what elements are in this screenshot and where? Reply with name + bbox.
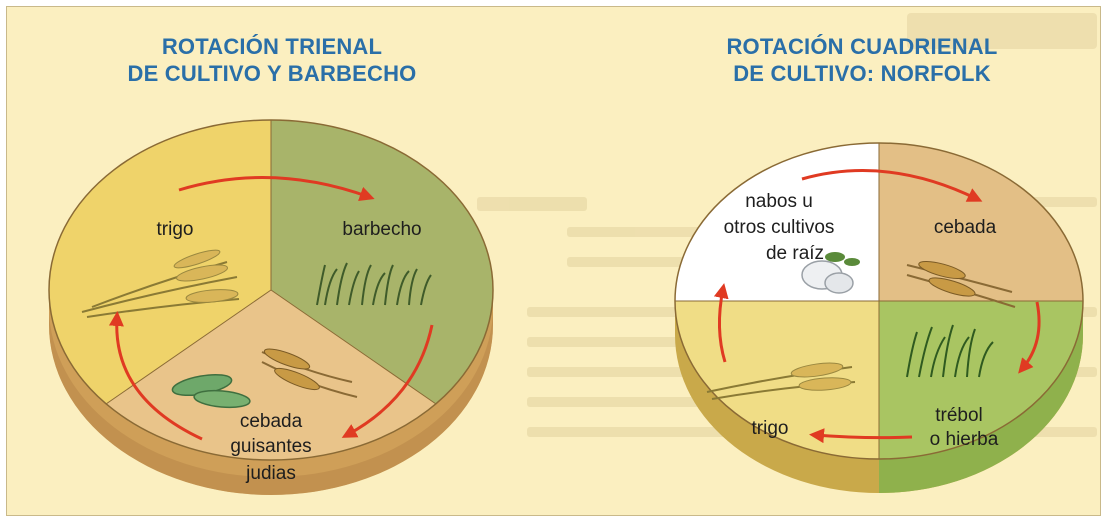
left-rotation-disc: trigo barbecho cebada guisantes judias bbox=[48, 119, 494, 495]
wheat-icon-right bbox=[706, 362, 856, 400]
right-sector-trigo bbox=[675, 301, 879, 459]
left-sector-barbecho bbox=[271, 119, 494, 405]
left-sector-trigo bbox=[48, 119, 271, 405]
right-arrow-trebol-to-trigo bbox=[809, 428, 913, 444]
right-disc-edge-right bbox=[879, 301, 1083, 493]
left-title-line2: DE CULTIVO Y BARBECHO bbox=[127, 61, 417, 86]
left-divider-right bbox=[270, 289, 437, 405]
left-label-barbecho: barbecho bbox=[342, 219, 421, 240]
right-arrow-nabos-to-cebada bbox=[801, 169, 983, 202]
barley-icon-right bbox=[906, 261, 1016, 308]
right-arrow-cebada-to-trebol bbox=[1018, 301, 1041, 374]
diagrams-canvas: trigo barbecho cebada guisantes judias bbox=[48, 119, 1084, 495]
left-sector-cebada bbox=[106, 290, 436, 461]
left-label-trigo: trigo bbox=[157, 219, 194, 240]
left-label-judias: judias bbox=[245, 463, 296, 484]
wheat-icon bbox=[81, 249, 240, 318]
left-arrow-barbecho-to-cebada bbox=[341, 324, 434, 438]
right-label-nabos-line2: otros cultivos bbox=[724, 217, 835, 238]
left-arrow-trigo-to-barbecho bbox=[178, 176, 375, 202]
left-label-guisantes: guisantes bbox=[230, 436, 311, 457]
left-label-cebada: cebada bbox=[240, 411, 303, 432]
right-title-line1: ROTACIÓN CUADRIENAL bbox=[726, 34, 998, 59]
left-arrow-cebada-to-trigo bbox=[108, 311, 203, 441]
turnip-icon bbox=[801, 252, 860, 294]
barley-icon bbox=[261, 348, 358, 398]
peas-icon bbox=[171, 373, 251, 409]
clover-icon bbox=[906, 324, 994, 378]
right-arrow-trigo-to-nabos bbox=[713, 283, 729, 363]
right-sector-trebol bbox=[879, 301, 1083, 459]
right-rotation-disc: nabos u otros cultivos de raíz cebada tr… bbox=[674, 142, 1084, 493]
right-label-trebol-line1: trébol bbox=[935, 405, 983, 426]
right-diagram-title: ROTACIÓN CUADRIENAL DE CULTIVO: NORFOLK bbox=[702, 33, 1022, 87]
right-title-line2: DE CULTIVO: NORFOLK bbox=[733, 61, 991, 86]
figure-frame: ROTACIÓN TRIENAL DE CULTIVO Y BARBECHO R… bbox=[6, 6, 1101, 516]
right-label-cebada: cebada bbox=[934, 217, 997, 238]
left-disc-edge bbox=[49, 290, 493, 495]
right-label-nabos-line1: nabos u bbox=[745, 191, 813, 212]
right-label-trigo: trigo bbox=[752, 418, 789, 439]
right-label-trebol-line2: o hierba bbox=[930, 429, 999, 450]
right-label-nabos-line3: de raíz bbox=[766, 243, 824, 264]
left-diagram-title: ROTACIÓN TRIENAL DE CULTIVO Y BARBECHO bbox=[117, 33, 427, 87]
left-title-line1: ROTACIÓN TRIENAL bbox=[161, 34, 383, 59]
grass-icon bbox=[316, 262, 432, 306]
